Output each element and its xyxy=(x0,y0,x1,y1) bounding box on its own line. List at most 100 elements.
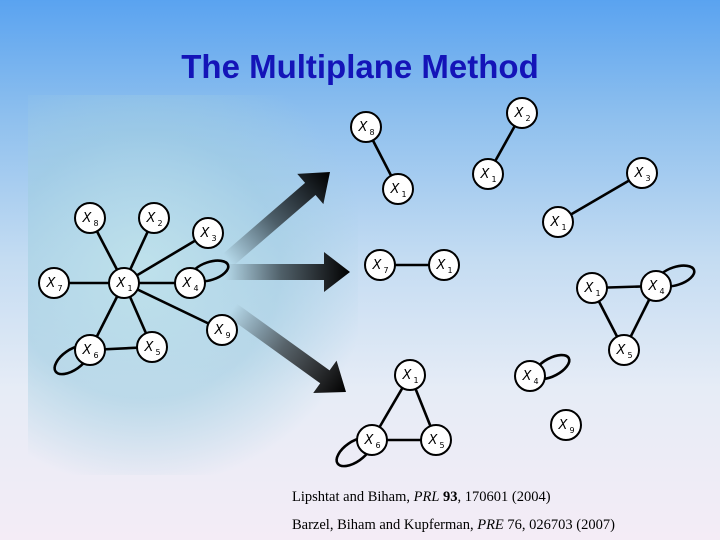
node-d5-subscript: 5 xyxy=(439,441,444,450)
node-d5-label: X xyxy=(428,433,439,448)
reference-1-journal: PRL xyxy=(413,489,440,505)
node-a1-label: X xyxy=(116,276,127,291)
node-a6-circle xyxy=(74,334,106,366)
reference-2-rest: , 026703 (2007) xyxy=(521,517,615,533)
node-a2-subscript: 2 xyxy=(157,219,162,228)
node-b1-subscript: 1 xyxy=(401,190,406,199)
reference-1-volume: 93 xyxy=(443,489,458,505)
node-d9-label: X xyxy=(558,418,569,433)
node-c5-label: X xyxy=(616,343,627,358)
node-c7-subscript: 7 xyxy=(383,266,388,275)
node-a8-label: X xyxy=(82,211,93,226)
node-c5-circle xyxy=(608,334,640,366)
node-b1-label: X xyxy=(390,182,401,197)
node-a3-label: X xyxy=(200,226,211,241)
node-b8-circle xyxy=(350,111,382,143)
node-c7-circle xyxy=(364,249,396,281)
node-d1-circle xyxy=(394,359,426,391)
node-a9-subscript: 9 xyxy=(225,331,230,340)
reference-2-volume: 76 xyxy=(507,517,522,533)
reference-1-authors: Lipshtat and Biham, xyxy=(292,489,414,505)
node-c1b-circle xyxy=(576,272,608,304)
node-b3-label: X xyxy=(634,166,645,181)
reference-2: Barzel, Biham and Kupferman, PRE 76, 026… xyxy=(292,517,615,534)
node-a4-circle xyxy=(174,267,206,299)
node-d4-label: X xyxy=(522,369,533,384)
edge-a1-a9 xyxy=(123,281,223,332)
arrow-lower xyxy=(227,303,347,394)
node-d6-circle xyxy=(356,424,388,456)
node-a1-circle xyxy=(108,267,140,299)
node-c7-label: X xyxy=(372,258,383,273)
node-b3-subscript: 3 xyxy=(645,174,650,183)
node-d1-subscript: 1 xyxy=(413,376,418,385)
arrow-middle xyxy=(225,252,350,292)
node-c4-label: X xyxy=(648,279,659,294)
node-a1-subscript: 1 xyxy=(127,284,132,293)
node-b3-circle xyxy=(626,157,658,189)
node-b2-label: X xyxy=(514,106,525,121)
node-b2-circle xyxy=(506,97,538,129)
edge-a1-a3 xyxy=(123,231,209,285)
node-b1b-label: X xyxy=(480,167,491,182)
node-d5-circle xyxy=(420,424,452,456)
projection-arrows xyxy=(222,172,350,394)
node-a6-subscript: 6 xyxy=(93,351,98,360)
node-b8-label: X xyxy=(358,120,369,135)
node-d4-subscript: 4 xyxy=(533,377,538,386)
node-a5-label: X xyxy=(144,340,155,355)
node-a8-circle xyxy=(74,202,106,234)
node-d6-label: X xyxy=(364,433,375,448)
node-c4-subscript: 4 xyxy=(659,287,664,296)
node-c1b-label: X xyxy=(584,281,595,296)
node-c1b-subscript: 1 xyxy=(595,289,600,298)
node-a9-label: X xyxy=(214,323,225,338)
node-b8-subscript: 8 xyxy=(369,128,374,137)
node-b1c-subscript: 1 xyxy=(561,223,566,232)
reference-1: Lipshtat and Biham, PRL 93, 170601 (2004… xyxy=(292,489,551,506)
node-a9-circle xyxy=(206,314,238,346)
slide-title: The Multiplane Method xyxy=(181,48,539,85)
node-d9-subscript: 9 xyxy=(569,426,574,435)
arrow-middle-shape xyxy=(225,252,350,292)
node-b1b-subscript: 1 xyxy=(491,175,496,184)
node-a3-circle xyxy=(192,217,224,249)
edge-b3-b1c xyxy=(557,171,643,224)
node-a4-label: X xyxy=(182,276,193,291)
node-a7-subscript: 7 xyxy=(57,284,62,293)
arrow-upper xyxy=(222,172,330,267)
node-a7-label: X xyxy=(46,276,57,291)
arrow-lower-shape xyxy=(227,303,347,394)
node-b1-circle xyxy=(382,173,414,205)
node-c1-subscript: 1 xyxy=(447,266,452,275)
node-d9-circle xyxy=(550,409,582,441)
node-c1-label: X xyxy=(436,258,447,273)
node-d4-circle xyxy=(514,360,546,392)
node-c5-subscript: 5 xyxy=(627,351,632,360)
node-a8-subscript: 8 xyxy=(93,219,98,228)
node-a7-circle xyxy=(38,267,70,299)
node-d1-label: X xyxy=(402,368,413,383)
